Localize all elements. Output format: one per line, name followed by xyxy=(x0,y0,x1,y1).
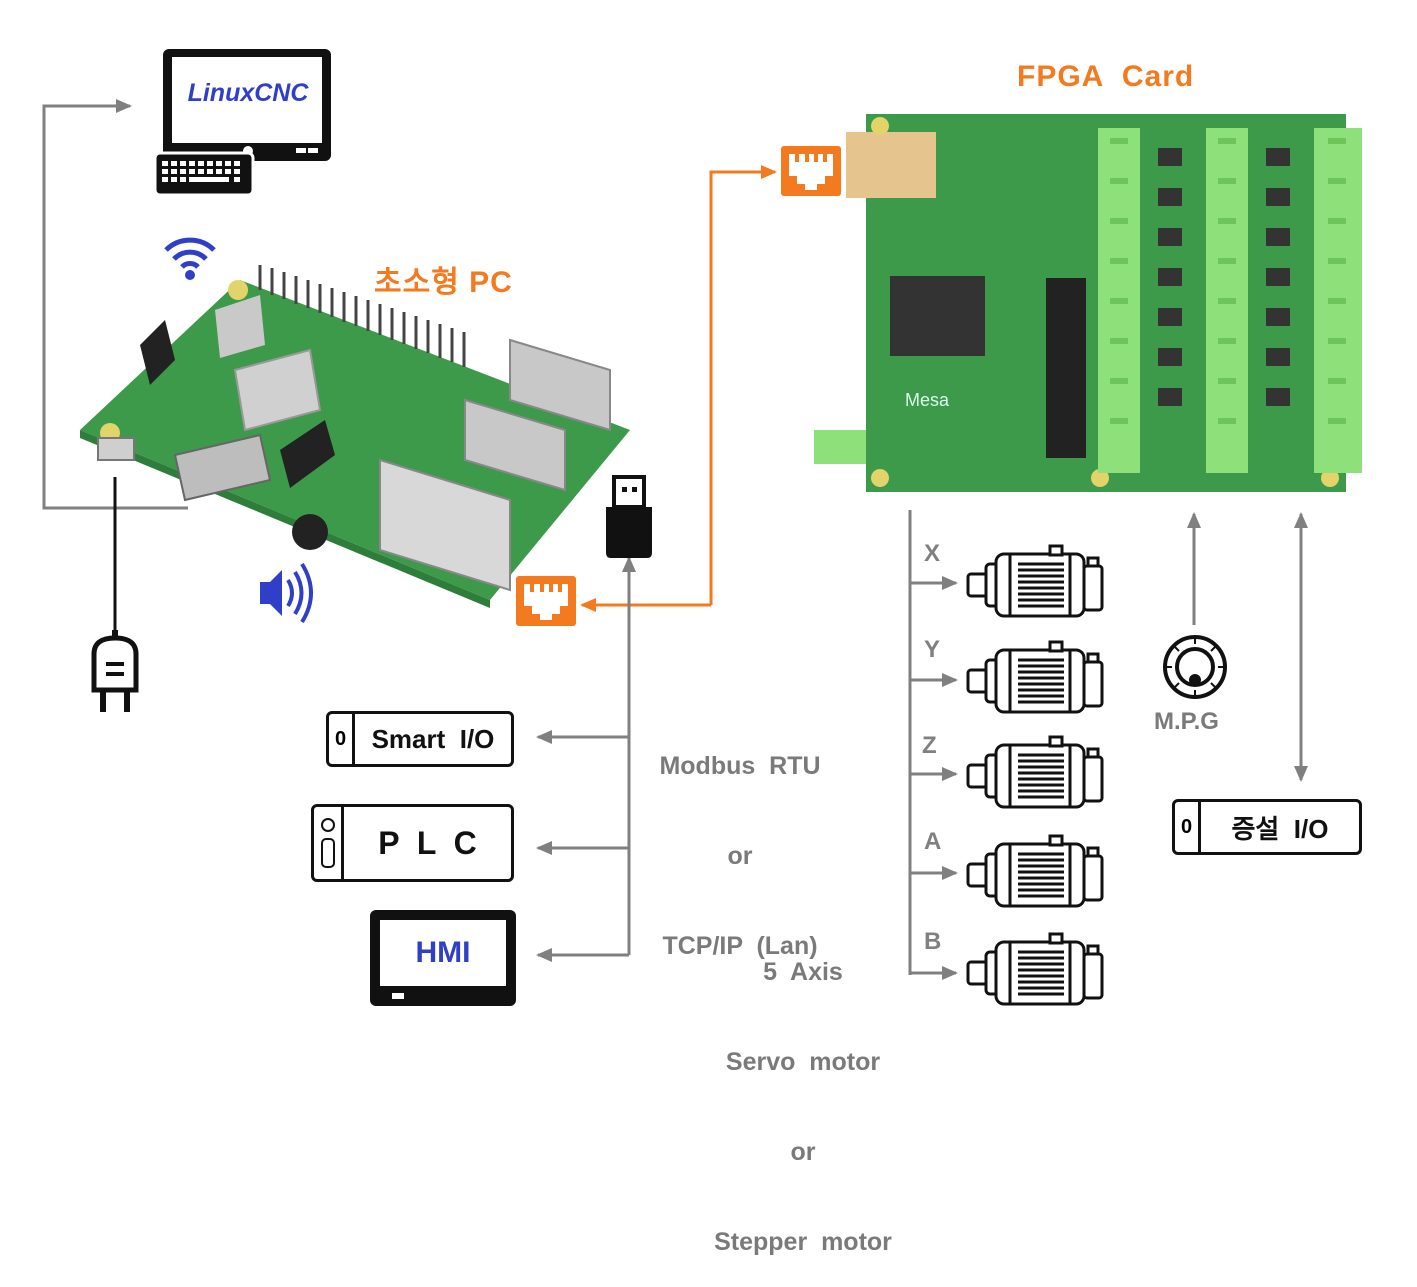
linuxcnc-terminal: LinuxCNC xyxy=(153,45,335,197)
plc-label: P L C xyxy=(378,824,477,861)
axis-caption-line-4: Stepper motor xyxy=(714,1228,892,1256)
hmi-device: HMI xyxy=(370,910,516,1006)
expansion-io-device: 0 증설 I/O xyxy=(1172,799,1362,855)
plc-device: P L C xyxy=(311,804,514,882)
linuxcnc-screen-label: LinuxCNC xyxy=(187,79,309,107)
ethernet-port-icon xyxy=(516,576,576,626)
motor-icon-z xyxy=(966,735,1104,809)
axis-label-a: A xyxy=(924,828,942,855)
motor-icon-y xyxy=(966,640,1104,714)
fpga-card-board: Mesa xyxy=(814,114,1362,492)
smart-io-device: 0 Smart I/O xyxy=(326,711,514,767)
monitor-keyboard-icon xyxy=(153,49,331,197)
mini-pc-board xyxy=(80,265,630,608)
connection-lines xyxy=(42,99,1308,980)
expansion-io-indicator: 0 xyxy=(1175,802,1201,852)
motor-icon-a xyxy=(966,834,1104,908)
speaker-icon xyxy=(260,562,313,624)
axis-caption: 5 Axis Servo motor or Stepper motor xyxy=(690,897,916,1287)
smart-io-indicator: 0 xyxy=(329,714,355,764)
fpga-ethernet-port-icon xyxy=(781,146,841,196)
mpg-handwheel-icon xyxy=(1163,635,1227,699)
axis-label-y: Y xyxy=(924,636,941,663)
comm-line-1: Modbus RTU xyxy=(659,752,821,780)
svg-text:Mesa: Mesa xyxy=(905,390,950,410)
motor-icon-x xyxy=(966,544,1104,618)
axis-label-b: B xyxy=(924,928,942,955)
mpg-label: M.P.G xyxy=(1154,708,1219,735)
axis-caption-line-3: or xyxy=(790,1138,816,1166)
plc-indicator xyxy=(314,807,344,879)
comm-line-2: or xyxy=(727,842,753,870)
usb-icon xyxy=(606,475,652,558)
mini-pc-title: 초소형 PC xyxy=(374,266,513,299)
axis-label-x: X xyxy=(924,540,941,567)
lan-link-line xyxy=(709,165,777,605)
motor-icon-b xyxy=(966,932,1104,1006)
fpga-card-title: FPGA Card xyxy=(1017,60,1195,93)
expansion-io-label: 증설 I/O xyxy=(1231,813,1329,844)
axis-caption-line-2: Servo motor xyxy=(725,1048,881,1076)
power-plug-icon xyxy=(91,630,139,712)
axis-caption-line-1: 5 Axis xyxy=(763,958,843,986)
comm-line-3: TCP/IP (Lan) xyxy=(662,932,818,960)
comm-protocol-label: Modbus RTU or TCP/IP (Lan) xyxy=(630,691,850,991)
wifi-icon xyxy=(164,237,216,280)
smart-io-label: Smart I/O xyxy=(371,723,495,754)
axis-label-z: Z xyxy=(922,732,937,759)
hmi-label: HMI xyxy=(415,936,471,969)
